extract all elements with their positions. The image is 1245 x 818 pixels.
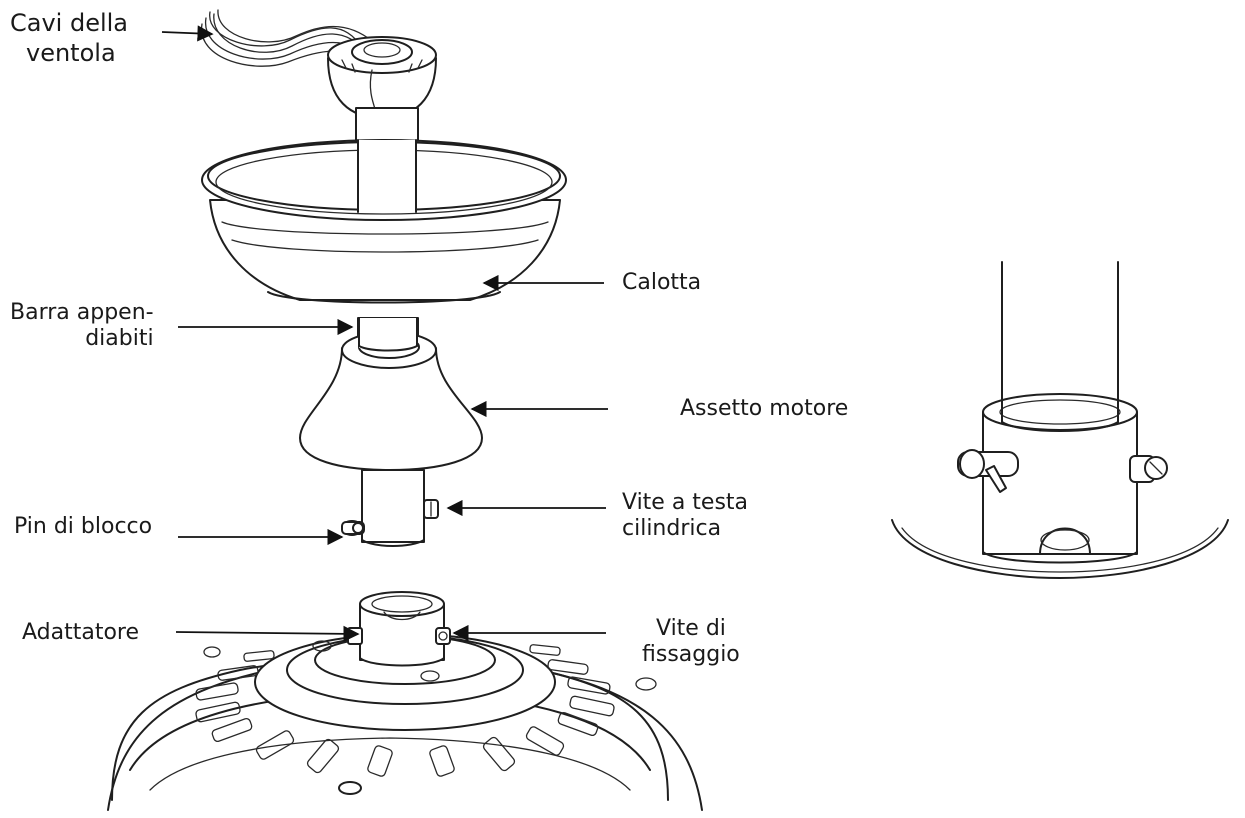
- canopy: [201, 139, 567, 304]
- label-set-screw-line-1: Vite a testa: [622, 490, 749, 515]
- label-canopy-line-1: Calotta: [622, 270, 702, 295]
- arrow-fan-wires: [161, 25, 214, 42]
- adapter: [347, 591, 451, 667]
- label-fixing-screw-line-1: Vite di: [656, 616, 726, 641]
- fan-wires: [201, 9, 379, 67]
- arrow-adapter: [175, 625, 360, 642]
- label-fixing-screw-line-2: fissaggio: [642, 642, 740, 667]
- label-locking-pin-line-1: Pin di blocco: [14, 514, 153, 539]
- hanger-ball: [327, 36, 437, 119]
- label-fan-wires: Cavi della ventola: [10, 8, 128, 68]
- label-motor-assembly-line-1: Assetto motore: [680, 396, 849, 421]
- detail-view: [891, 261, 1229, 579]
- leader-arrows: [161, 25, 608, 642]
- label-downrod: Barra appen- diabiti: [10, 300, 154, 352]
- vent-slots: [195, 644, 615, 777]
- label-downrod-line-2: diabiti: [85, 326, 154, 351]
- motor-housing: [107, 633, 703, 811]
- label-fan-wires-line-1: Cavi della: [10, 9, 129, 37]
- label-adapter: Adattatore: [22, 620, 139, 646]
- motor-coupler: [299, 317, 483, 471]
- label-fixing-screw: Vite di fissaggio: [642, 616, 740, 668]
- label-locking-pin: Pin di blocco: [14, 514, 152, 540]
- label-canopy: Calotta: [622, 270, 701, 296]
- label-adapter-line-1: Adattatore: [22, 620, 140, 645]
- label-motor-assembly: Assetto motore: [680, 396, 848, 422]
- label-set-screw: Vite a testa cilindrica: [622, 490, 748, 542]
- motor-shaft: [341, 469, 439, 547]
- label-set-screw-line-2: cilindrica: [622, 516, 722, 541]
- label-fan-wires-line-2: ventola: [26, 39, 116, 67]
- label-downrod-line-1: Barra appen-: [10, 300, 154, 325]
